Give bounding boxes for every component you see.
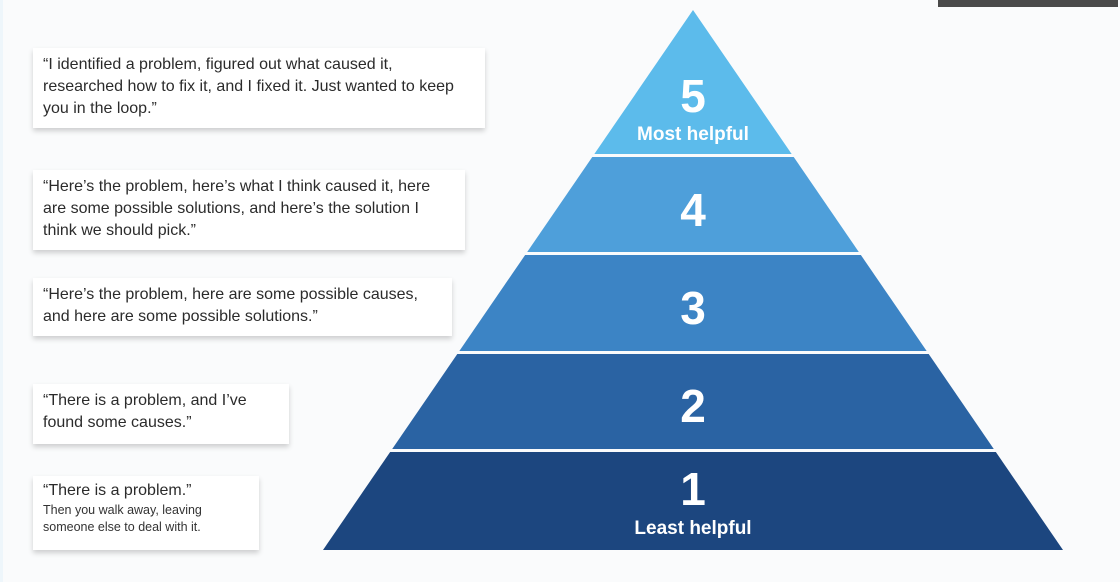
quote-text: “There is a problem.” [43, 482, 192, 499]
quote-level-5: “I identified a problem, figured out wha… [33, 48, 485, 128]
pyramid-level-1 [323, 452, 1063, 550]
level-3-number: 3 [680, 282, 706, 334]
pyramid-level-3 [459, 255, 927, 351]
quote-text: “Here’s the problem, here are some possi… [43, 286, 418, 325]
level-5-label: Most helpful [637, 124, 749, 145]
quote-text: “I identified a problem, figured out wha… [43, 56, 454, 117]
quote-level-1: “There is a problem.” Then you walk away… [33, 476, 259, 550]
quote-text: “Here’s the problem, here’s what I think… [43, 178, 431, 239]
level-1-label: Least helpful [634, 518, 751, 539]
level-5-number: 5 [680, 70, 706, 122]
level-1-number: 1 [680, 463, 706, 515]
quote-level-4: “Here’s the problem, here’s what I think… [33, 170, 465, 250]
quote-text: “There is a problem, and I’ve found some… [43, 392, 247, 431]
left-edge [0, 0, 3, 582]
top-toolbar [938, 0, 1118, 7]
pyramid-level-4 [527, 157, 859, 252]
pyramid-level-2 [392, 354, 994, 449]
quote-level-2: “There is a problem, and I’ve found some… [33, 384, 289, 444]
quote-note: Then you walk away, leaving someone else… [43, 503, 202, 534]
quote-level-3: “Here’s the problem, here are some possi… [33, 278, 452, 336]
level-2-number: 2 [680, 380, 706, 432]
pyramid-level-5 [594, 10, 792, 154]
level-4-number: 4 [680, 184, 706, 236]
